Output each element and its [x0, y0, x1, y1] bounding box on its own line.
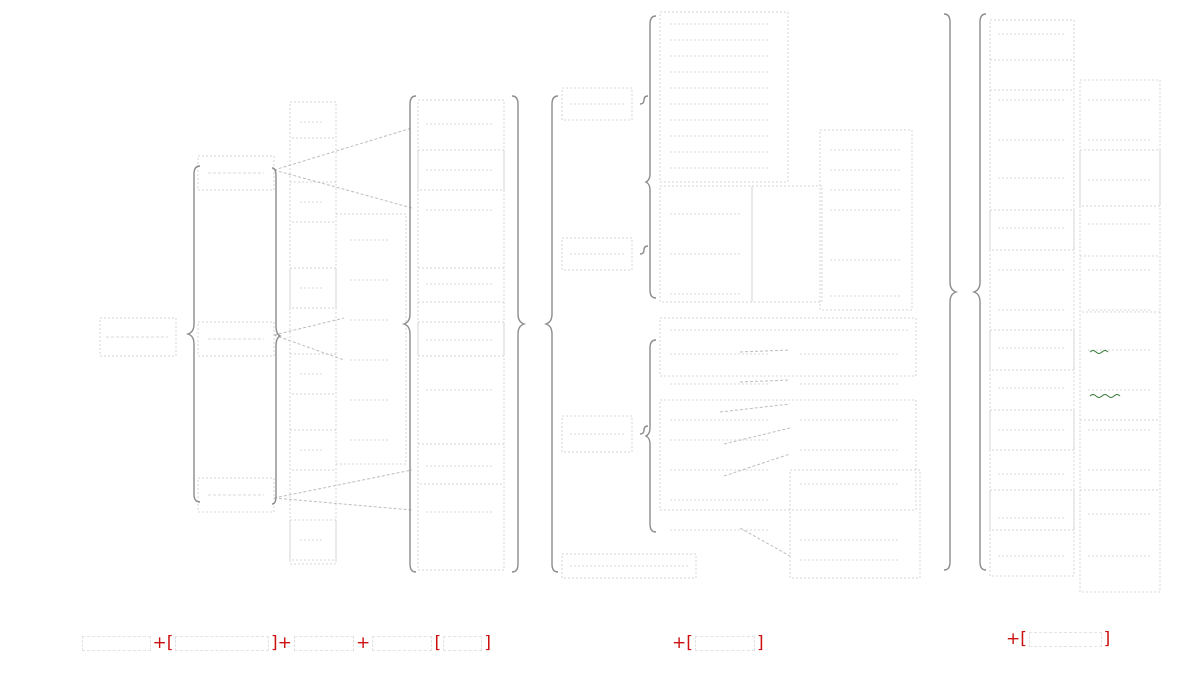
level2-column-box: [289, 101, 337, 565]
formula-symbol-2: ]+: [270, 633, 292, 653]
bracket-level1: [185, 165, 201, 503]
level1-node-box-bottom: [197, 477, 275, 513]
level1-node-box-mid: [197, 321, 275, 357]
formula-placeholder: [372, 635, 433, 651]
formula-placeholder: [175, 635, 269, 651]
formula-symbol-5: ]: [484, 633, 491, 653]
root-node-box: [99, 317, 177, 357]
bracket-level3-left: [401, 95, 417, 573]
formula-placeholder: [1028, 631, 1102, 647]
formula-symbol-3: +: [356, 633, 371, 653]
bracket-level2: [271, 167, 282, 505]
formula-placeholder: [82, 635, 151, 651]
formula-symbol-6: +[: [672, 633, 693, 653]
level4-box-b: [561, 237, 633, 271]
formula-placeholder: [443, 635, 483, 651]
formula-placeholder: [694, 635, 756, 651]
level7-column-box: [1079, 79, 1161, 593]
bracket-level5-bottom: [644, 339, 657, 533]
formula-symbol-7: ]: [757, 633, 764, 653]
formula-placeholder: [293, 635, 355, 651]
formula-symbol-1: +[: [152, 633, 174, 653]
level5-panel-top: [659, 11, 789, 183]
formula-segment-3: +[ ]: [1006, 624, 1110, 654]
level6-column-box: [989, 19, 1075, 577]
formula-segment-2: +[ ]: [672, 628, 764, 658]
bracket-level3-right: [511, 95, 527, 573]
level1-node-box-top: [197, 155, 275, 191]
formula-symbol-9: ]: [1103, 629, 1111, 649]
formula-segment-1: +[ ]+ + [ ]: [80, 628, 491, 658]
formula-symbol-4: [: [434, 633, 442, 653]
level4-box-c: [561, 415, 633, 453]
formula-symbol-8: +[: [1006, 629, 1027, 649]
level4-box-d: [561, 553, 697, 579]
bracket-level4: [543, 95, 559, 573]
level4-box-a: [561, 87, 633, 121]
bracket-level6-left: [943, 13, 959, 571]
bracket-level6-right: [971, 13, 987, 571]
level3-column-box: [417, 99, 505, 571]
bracket-level5-top: [644, 15, 657, 299]
